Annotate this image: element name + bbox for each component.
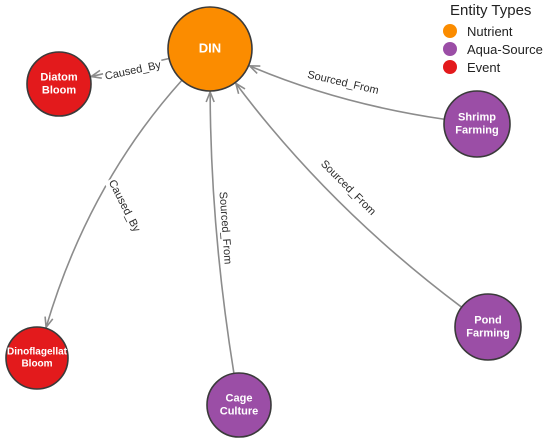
node-circle-pond[interactable] xyxy=(454,293,522,361)
node-circle-diatom[interactable] xyxy=(26,51,92,117)
node-label-cage: Culture xyxy=(220,405,259,417)
edge-label-bg-shrimp-din xyxy=(303,67,383,99)
legend-label-aqua-source: Aqua-Source xyxy=(467,41,543,57)
node-label-shrimp: Farming xyxy=(455,124,498,136)
edge-label-shrimp-din: Sourced_From xyxy=(306,69,380,97)
edge-label-bg-din-diatom xyxy=(102,57,164,85)
legend-swatch-aqua-source xyxy=(443,42,457,56)
legend-item-aqua-source: Aqua-Source xyxy=(440,40,550,58)
node-label-diatom: Bloom xyxy=(42,84,76,96)
legend-label-event: Event xyxy=(467,59,501,75)
edge-din-dino xyxy=(46,79,183,327)
edge-label-din-dino: Caused_By xyxy=(106,178,143,235)
node-label-din: DIN xyxy=(199,40,221,55)
edge-cage-din xyxy=(210,92,235,374)
node-label-cage: Cage xyxy=(226,392,253,404)
legend-swatch-event xyxy=(443,60,457,74)
node-circle-din[interactable] xyxy=(167,6,253,92)
legend-item-nutrient: Nutrient xyxy=(440,22,550,40)
node-circle-shrimp[interactable] xyxy=(443,90,511,158)
edge-label-pond-din: Sourced_From xyxy=(318,158,378,218)
node-label-pond: Pond xyxy=(474,314,502,326)
node-din[interactable]: DIN xyxy=(167,6,253,92)
edge-shrimp-din xyxy=(250,66,445,121)
edge-label-din-diatom: Caused_By xyxy=(104,59,163,83)
node-label-pond: Farming xyxy=(466,327,509,339)
edges-layer: Caused_ByCaused_BySourced_FromSourced_Fr… xyxy=(46,57,463,374)
node-circle-dino[interactable] xyxy=(5,326,69,390)
node-label-dino: Bloom xyxy=(21,359,52,370)
node-label-shrimp: Shrimp xyxy=(458,111,496,123)
edge-label-bg-pond-din xyxy=(315,155,381,221)
edge-label-bg-din-dino xyxy=(104,176,144,236)
node-circle-cage[interactable] xyxy=(206,372,272,438)
edge-pond-din xyxy=(236,83,463,308)
edge-label-bg-cage-din xyxy=(215,188,235,268)
node-label-diatom: Diatom xyxy=(40,71,78,83)
legend-swatch-nutrient xyxy=(443,24,457,38)
legend: Entity Types Nutrient Aqua-Source Event xyxy=(440,2,550,76)
edge-label-cage-din: Sourced_From xyxy=(217,191,234,264)
legend-item-event: Event xyxy=(440,58,550,76)
legend-label-nutrient: Nutrient xyxy=(467,23,513,39)
legend-title: Entity Types xyxy=(450,2,532,19)
nodes-layer: DINDiatomBloomDinoflagellatBloomShrimpFa… xyxy=(5,6,522,438)
node-label-dino: Dinoflagellat xyxy=(7,347,68,358)
